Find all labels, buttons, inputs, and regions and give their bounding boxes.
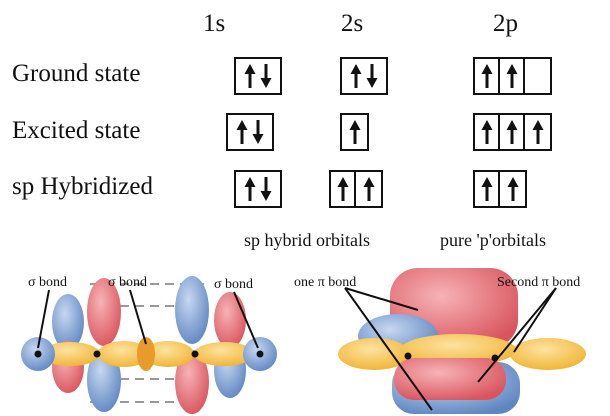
sp-lobe — [142, 341, 194, 367]
orbital-cell-empty — [525, 59, 550, 93]
caption-sp-hybrid-orbitals: sp hybrid orbitals — [244, 230, 370, 250]
orbital-cell — [500, 172, 525, 206]
spin-down-arrow-icon — [366, 64, 378, 88]
sp-2p-box — [473, 170, 527, 208]
row-label-excited-state: Excited state — [12, 117, 141, 144]
sigma-bond-label-3: σ bond — [214, 277, 253, 292]
row-label-sp-hybridized: sp Hybridized — [12, 173, 153, 200]
spin-up-arrow-icon — [244, 64, 256, 88]
spin-up-arrow-icon — [337, 177, 348, 201]
sigma-pointer-lines — [37, 289, 259, 349]
pi-bond-label-2: Second π bond — [497, 275, 580, 290]
header-2s: 2s — [341, 10, 364, 37]
sp-lobe — [510, 338, 586, 370]
sigma-bond-label-2: σ bond — [108, 275, 147, 290]
spin-down-arrow-icon — [260, 64, 272, 88]
sp-lobe — [338, 338, 410, 370]
nuclei — [34, 350, 264, 358]
spin-up-arrow-icon — [506, 120, 517, 144]
caption-pure-p-orbitals: pure 'p'orbitals — [440, 230, 546, 250]
sp-hybrid-box — [329, 170, 383, 208]
spin-down-arrow-icon — [252, 120, 264, 144]
orbital-cell-paired — [228, 115, 272, 149]
orbital-cell — [356, 172, 381, 206]
orbital-cell — [342, 115, 367, 149]
orbital-diagrams: σ bond σ bond σ bond one π bond Second π… — [21, 268, 586, 414]
spin-up-arrow-icon — [349, 120, 360, 144]
pi-bond-label-1: one π bond — [294, 275, 356, 290]
orbital-cell — [475, 115, 500, 149]
orbital-cell — [525, 115, 550, 149]
ground-2p-box — [473, 57, 552, 95]
sigma-bond-label-1: σ bond — [28, 275, 67, 290]
spin-up-arrow-icon — [363, 177, 374, 201]
sp-lobe — [98, 341, 150, 367]
ground-2s-box — [340, 57, 388, 95]
spin-up-arrow-icon — [236, 120, 248, 144]
row-label-ground-state: Ground state — [12, 60, 141, 87]
excited-2p-box — [473, 113, 552, 151]
sp-1s-box — [234, 170, 282, 208]
sigma-bond-diagram: σ bond σ bond σ bond — [21, 275, 277, 414]
header-1s: 1s — [203, 10, 226, 37]
spin-up-arrow-icon — [244, 177, 256, 201]
spin-up-arrow-icon — [481, 120, 492, 144]
pi-lobe-red-front — [394, 358, 506, 400]
pi-bond-diagram: one π bond Second π bond — [294, 268, 586, 414]
p-lobe-red — [87, 278, 121, 346]
excited-2s-box — [340, 113, 369, 151]
orbital-cell-paired — [236, 59, 280, 93]
header-2p: 2p — [493, 10, 518, 37]
spin-up-arrow-icon — [532, 120, 543, 144]
orbital-cell-paired — [236, 172, 280, 206]
spin-up-arrow-icon — [507, 177, 518, 201]
spin-up-arrow-icon — [481, 177, 492, 201]
orbital-cell — [475, 59, 500, 93]
sp-lobe — [194, 342, 254, 366]
orbital-cell — [500, 59, 525, 93]
spin-up-arrow-icon — [481, 64, 492, 88]
orbital-cell — [500, 115, 525, 149]
sigma-overlap-region — [137, 337, 155, 371]
p-lobe-red — [214, 292, 246, 348]
pi-pointer-lines — [344, 287, 557, 411]
excited-1s-box — [226, 113, 274, 151]
spin-down-arrow-icon — [260, 177, 272, 201]
p-lobe-red — [175, 350, 209, 414]
orbital-cell — [331, 172, 356, 206]
orbital-cell-paired — [342, 59, 386, 93]
orbital-cell — [475, 172, 500, 206]
sp-lobe — [40, 342, 100, 366]
ground-1s-box — [234, 57, 282, 95]
p-lobe-blue — [175, 276, 209, 344]
p-lobe-blue — [52, 294, 84, 350]
spin-up-arrow-icon — [506, 64, 517, 88]
spin-up-arrow-icon — [350, 64, 362, 88]
